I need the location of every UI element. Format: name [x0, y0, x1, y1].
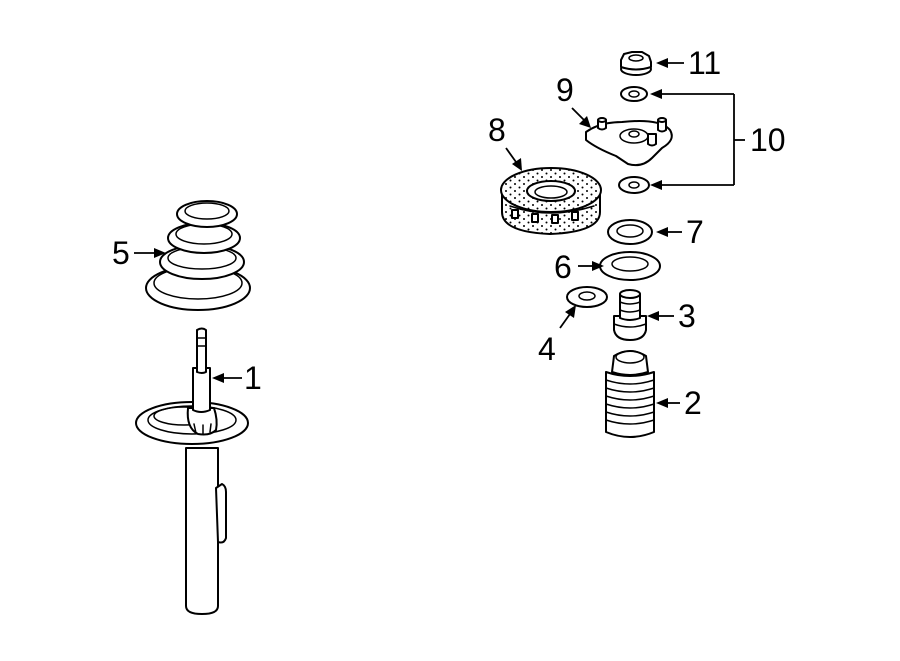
callout-7: 7: [686, 214, 704, 250]
strut-part: [135, 327, 249, 615]
callout-3: 3: [678, 298, 696, 334]
mount-bearing-part: [500, 167, 602, 236]
nut-part: [620, 51, 652, 76]
callout-10: 10: [750, 122, 786, 158]
callout-1: 1: [244, 360, 262, 396]
upper-mount-part: [585, 117, 673, 167]
callout-11: 11: [688, 45, 721, 81]
callout-8: 8: [488, 112, 506, 148]
dust-boot-part: [605, 350, 655, 438]
washer-part: [566, 286, 608, 308]
callout-5: 5: [112, 235, 130, 271]
upper-insulator-part: [607, 219, 653, 245]
callout-9: 9: [556, 72, 574, 108]
leader-lines: [134, 58, 745, 408]
callout-4: 4: [538, 331, 556, 367]
mount-washers-part: [618, 86, 650, 194]
callout-6: 6: [554, 249, 572, 285]
callout-2: 2: [684, 385, 702, 421]
lower-spring-seat-part: [599, 251, 661, 281]
bump-stop-part: [613, 289, 647, 341]
coil-spring-part: [145, 200, 251, 311]
